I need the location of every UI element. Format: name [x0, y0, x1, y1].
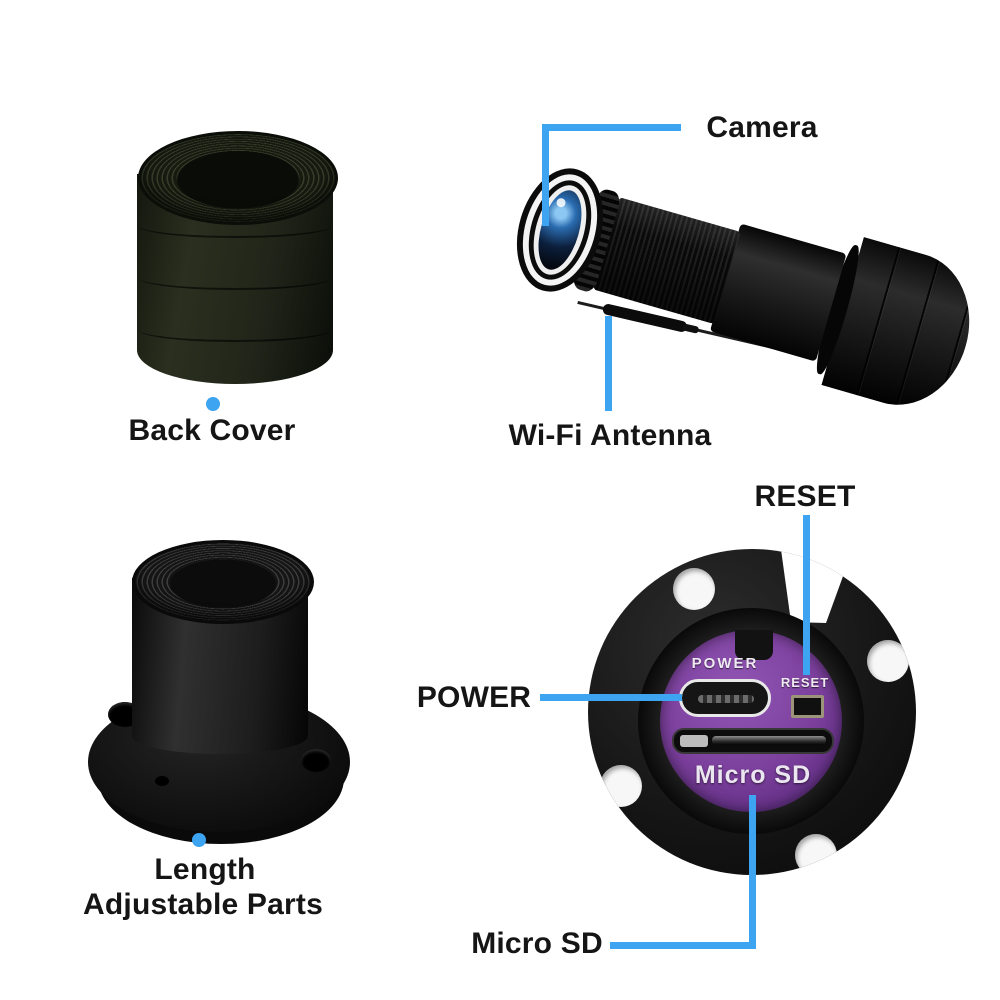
barrel-groove — [139, 318, 331, 342]
panel-power-print: POWER — [691, 655, 759, 672]
disc-screw-hole — [867, 640, 909, 682]
panel-clip-tab — [735, 630, 773, 660]
length-adjustable-label-line2: Adjustable Parts — [83, 888, 323, 921]
disc-screw-hole — [600, 765, 642, 807]
sd-slot-opening — [712, 736, 826, 745]
camera-label: Camera — [706, 111, 818, 144]
power-callout-line — [540, 694, 682, 701]
camera-callout-line-horizontal — [542, 124, 681, 131]
rear-panel-photo: POWER RESET Micro SD — [588, 549, 916, 875]
callout-dot-length-adjustable — [192, 833, 206, 847]
sd-card-stub — [680, 735, 708, 747]
length-adjustable-label-line1: Length — [154, 853, 256, 886]
reset-callout-line — [803, 515, 810, 675]
usb-c-pins — [698, 695, 754, 703]
flange-screw-hole — [155, 776, 169, 786]
disc-screw-hole — [795, 834, 837, 875]
micro-sd-label: Micro SD — [471, 927, 603, 960]
micro-sd-callout-line-vertical — [749, 795, 756, 947]
power-label: POWER — [416, 681, 532, 714]
wifi-antenna-callout-line — [605, 316, 612, 411]
micro-sd-callout-line-horizontal — [610, 942, 756, 949]
panel-micro-sd-print: Micro SD — [694, 761, 812, 789]
adjustable-barrel-threads — [132, 540, 314, 624]
disc-screw-hole — [673, 568, 715, 610]
flange-screw-hole — [301, 749, 331, 772]
back-cover-label: Back Cover — [128, 414, 296, 447]
barrel-groove — [139, 214, 331, 238]
micro-sd-slot[interactable] — [672, 728, 834, 754]
wifi-antenna-label: Wi-Fi Antenna — [508, 419, 712, 452]
camera-callout-line-vertical — [542, 124, 549, 226]
antenna-connector — [682, 323, 700, 334]
panel-reset-print: RESET — [780, 675, 830, 690]
back-cover-threads — [138, 131, 338, 225]
callout-dot-back-cover — [206, 397, 220, 411]
barrel-groove — [139, 266, 331, 290]
usb-c-power-port[interactable] — [679, 679, 771, 717]
reset-button[interactable] — [791, 695, 824, 718]
purple-interface-panel — [660, 630, 842, 812]
reset-label: RESET — [754, 480, 856, 513]
